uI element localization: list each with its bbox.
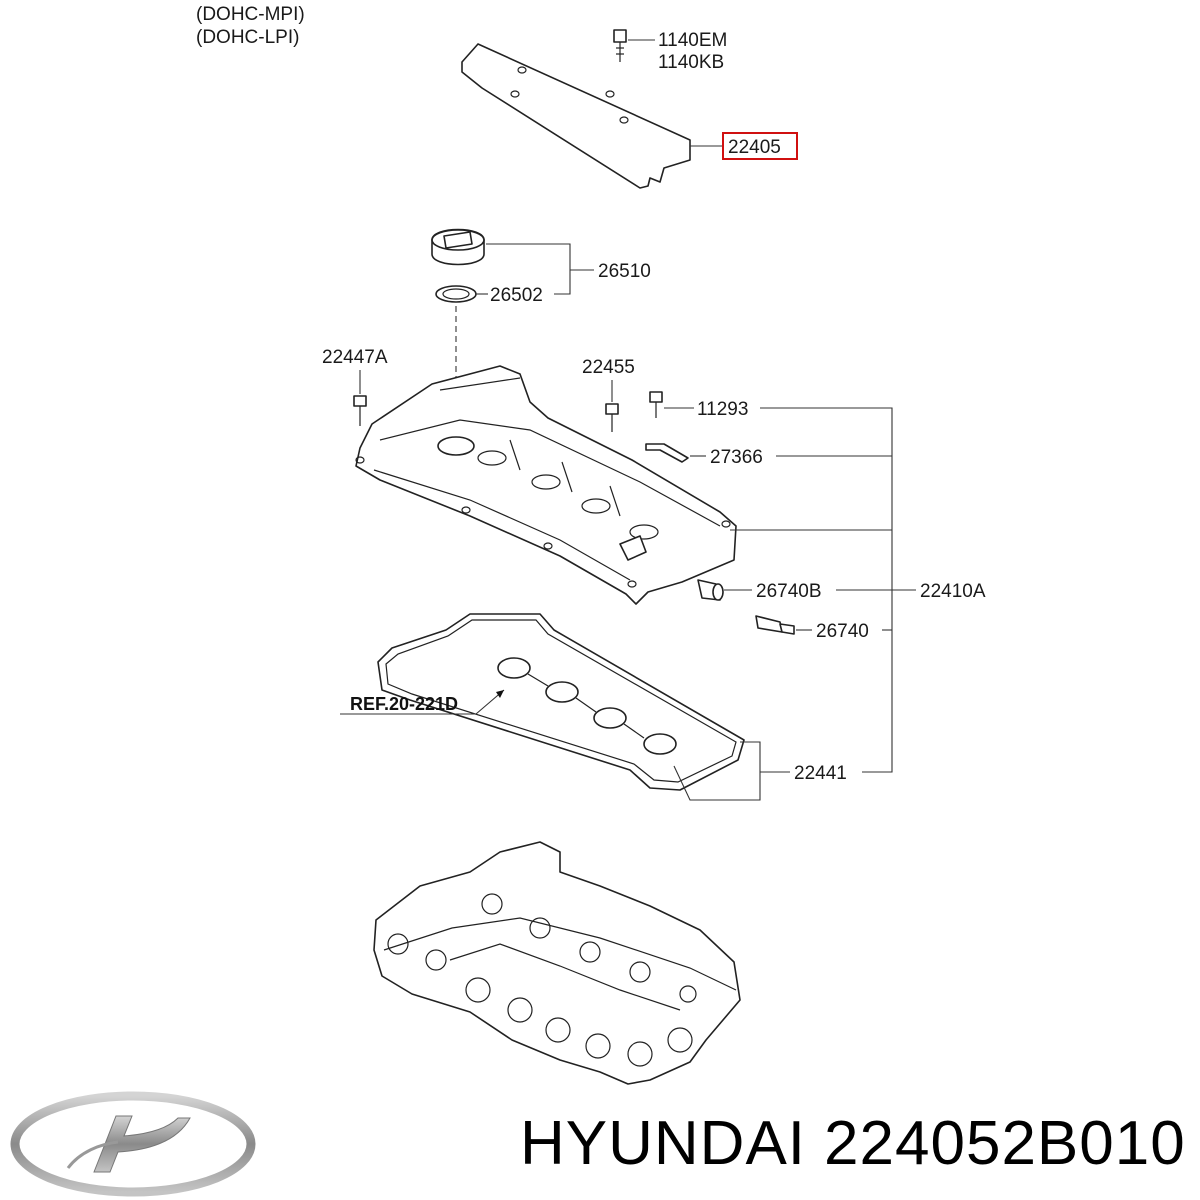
callout-26502: 26502 [490, 285, 543, 306]
variant-label-mpi: (DOHC-MPI) [196, 4, 305, 25]
callout-26510: 26510 [598, 261, 651, 282]
cylinder-head-cover-part[interactable] [355, 365, 737, 605]
callout-26740B: 26740B [756, 581, 822, 602]
cylinder-head-part[interactable] [373, 841, 741, 1085]
cover-bolt-mid-part[interactable] [605, 403, 619, 432]
callout-26740: 26740 [816, 621, 869, 642]
cover-bolt-part[interactable] [613, 29, 627, 62]
ref-label: REF.20-221D [350, 694, 458, 714]
cover-bolt-right-part[interactable] [649, 391, 663, 418]
callout-1140KB: 1140KB [658, 52, 724, 73]
hyundai-logo-icon [10, 1091, 256, 1197]
callout-22410A: 22410A [920, 581, 986, 602]
callout-22455: 22455 [582, 357, 635, 378]
pcv-valve-part[interactable] [755, 615, 795, 635]
callout-22405: 22405 [728, 137, 781, 158]
footer-part-number: 224052B010 [824, 1109, 1186, 1178]
head-cover-gasket-part[interactable] [377, 613, 745, 791]
callout-1140EM: 1140EM [658, 30, 727, 51]
callout-11293: 11293 [697, 399, 748, 420]
ref-arrow-head [496, 690, 504, 698]
bracket-part[interactable] [645, 443, 689, 463]
callout-22441: 22441 [794, 763, 847, 784]
variant-label-lpi: (DOHC-LPI) [196, 27, 299, 48]
oil-filler-cap-part[interactable] [431, 228, 485, 266]
callout-27366: 27366 [710, 447, 763, 468]
filler-seal-part[interactable] [435, 285, 477, 303]
highlight-box [722, 132, 798, 160]
callout-22447A: 22447A [322, 347, 388, 368]
footer-brand: HYUNDAI [520, 1109, 807, 1178]
cover-bolt-left-part[interactable] [353, 395, 367, 426]
hose-plug-part[interactable] [697, 579, 724, 601]
engine-cover-part[interactable] [461, 43, 691, 189]
